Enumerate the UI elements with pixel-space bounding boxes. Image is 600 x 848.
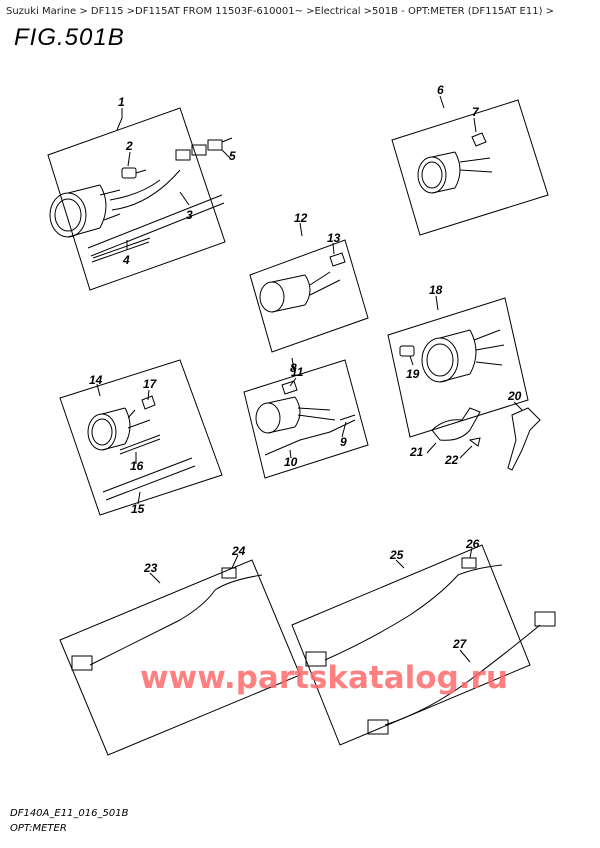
callout-1: 1 [118,95,125,109]
footer-label: OPT:METER [10,823,67,834]
callout-22: 22 [444,453,459,467]
connector-5 [175,137,233,161]
group-box-14 [59,359,223,516]
meter-gauge-18 [421,329,505,383]
callout-5: 5 [229,149,236,163]
breadcrumb: Suzuki Marine > DF115 >DF115AT FROM 1150… [6,6,555,17]
group-box-6 [391,99,549,236]
callout-4: 4 [122,253,130,267]
callout-19: 19 [406,367,420,381]
cable-27 [367,611,556,735]
callout-12: 12 [294,211,308,225]
group-box-1 [47,107,226,291]
callout-21: 21 [409,445,424,459]
group-box-8 [243,359,369,479]
bulb-13 [329,252,346,267]
meter-gauge-12 [259,271,341,313]
group-box-23 [59,559,301,756]
group-box-18 [387,297,529,438]
group-box-25 [291,544,531,746]
meter-gauge-14 [87,407,151,451]
callout-3: 3 [186,208,193,222]
tie-4 [91,237,151,263]
meter-gauge-1 [49,169,181,238]
callout-9: 9 [340,435,347,449]
callout-13: 13 [327,231,341,245]
callout-10: 10 [284,455,298,469]
watermark: www.partskatalog.ru [140,660,508,696]
harness-25 [305,564,503,667]
callout-16: 16 [130,459,144,473]
switch-20 [507,407,541,471]
callout-8: 8 [290,361,297,375]
screw-22 [468,437,481,447]
callout-26: 26 [465,537,480,551]
meter-gauge-6 [417,151,493,194]
callout-18: 18 [429,283,443,297]
footer-code: DF140A_E11_016_501B [10,808,129,819]
callout-27: 27 [452,637,468,651]
callout-11: 11 [291,365,304,379]
tube-3 [87,194,225,257]
callout-14: 14 [89,373,103,387]
connector-24 [221,567,237,579]
bracket-21 [431,407,481,441]
figure-title: FIG.501B [14,24,125,51]
tie-16 [119,434,161,455]
callout-labels: 1 2 3 4 5 6 7 8 9 10 11 12 13 14 15 16 1… [89,83,522,651]
tube-15 [102,457,196,501]
connector-26 [461,557,477,569]
group-box-12 [249,239,369,353]
meter-gauge-8 [255,396,336,434]
connector-9 [339,414,356,421]
bulb-11 [281,380,298,395]
callout-25: 25 [389,548,404,562]
harness-10 [264,419,356,456]
callout-2: 2 [125,139,133,153]
callout-17: 17 [143,377,158,391]
bulb-19 [399,345,415,357]
callout-7: 7 [472,105,480,119]
callout-6: 6 [437,83,444,97]
callout-15: 15 [131,502,145,516]
bulb-7 [471,132,487,147]
callout-23: 23 [143,561,158,575]
callout-24: 24 [231,544,246,558]
callout-20: 20 [507,389,522,403]
bulb-socket-2 [121,167,147,179]
harness-23 [71,574,263,671]
